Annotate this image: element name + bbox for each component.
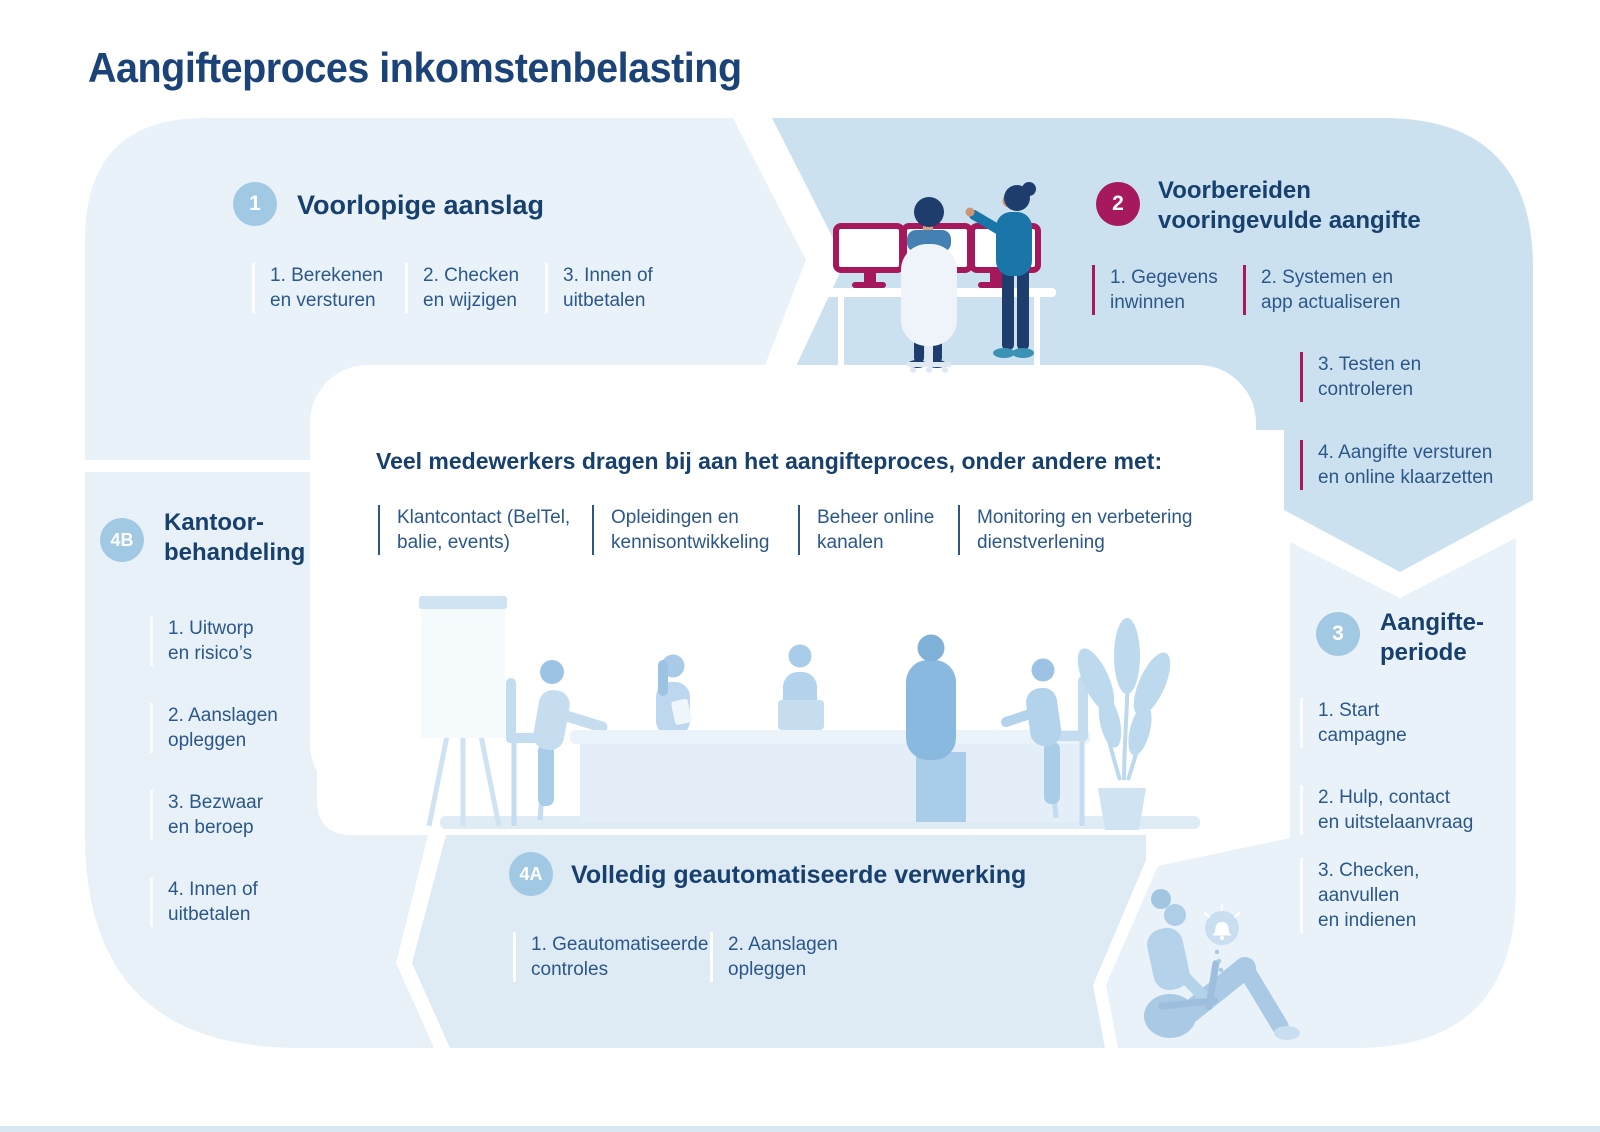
step4b-item-2: 2. Aanslagen opleggen <box>150 703 278 753</box>
step1-item-3: 3. Innen of uitbetalen <box>545 263 653 313</box>
step4a-badge: 4A <box>509 852 553 896</box>
step2-item-4: 4. Aangifte versturen en online klaarzet… <box>1300 440 1493 490</box>
center-item-4: Monitoring en verbetering dienstverlenin… <box>958 505 1192 555</box>
plant <box>1077 618 1171 830</box>
step4a-badge-number: 4A <box>519 863 543 884</box>
meeting-table <box>570 730 1090 744</box>
step4b-badge-number: 4B <box>110 529 134 550</box>
step4b-item-1: 1. Uitworp en risico’s <box>150 616 254 666</box>
page-title: Aangifteproces inkomstenbelasting <box>88 44 742 91</box>
band-step4a <box>412 835 1146 1048</box>
center-item-2: Opleidingen en kennisontwikkeling <box>592 505 769 555</box>
meeting-person-4 <box>906 634 966 822</box>
step4a-item-2: 2. Aanslagen opleggen <box>710 932 838 982</box>
step4a-item-1: 1. Geautomatiseerde controles <box>513 932 708 982</box>
step3-item-1: 1. Start campagne <box>1300 698 1407 748</box>
meeting-illustration <box>419 596 1171 830</box>
step4b-item-3: 3. Bezwaar en beroep <box>150 790 263 840</box>
step4b-item-4: 4. Innen of uitbetalen <box>150 877 258 927</box>
step3-title: Aangifte- periode <box>1380 609 1484 666</box>
step2-item-3: 3. Testen en controleren <box>1300 352 1421 402</box>
bottom-edge-strip <box>0 1126 1600 1132</box>
step4b-badge: 4B <box>100 518 144 562</box>
meeting-person-1 <box>506 660 608 826</box>
step2-badge: 2 <box>1096 182 1140 226</box>
standing-worker <box>965 182 1036 358</box>
step1-item-2: 2. Checken en wijzigen <box>405 263 519 313</box>
meeting-person-5 <box>1001 658 1088 826</box>
step1-badge-number: 1 <box>249 192 261 215</box>
step3-item-3: 3. Checken, aanvullen en indienen <box>1300 858 1419 933</box>
band-step4b <box>85 472 434 1048</box>
meeting-person-2 <box>656 654 692 736</box>
step2-title: Voorbereiden vooringevulde aangifte <box>1158 177 1421 234</box>
meeting-table-front <box>580 744 1080 822</box>
step1-title: Voorlopige aanslag <box>297 190 545 220</box>
step4a-title: Volledig geautomatiseerde verwerking <box>571 861 1027 889</box>
center-heading: Veel medewerkers dragen bij aan het aang… <box>376 448 1163 474</box>
step3-item-2: 2. Hulp, contact en uitstelaanvraag <box>1300 785 1473 835</box>
step2-item-1: 1. Gegevens inwinnen <box>1092 265 1218 315</box>
seated-worker <box>901 197 957 373</box>
step2-item-2: 2. Systemen en app actualiseren <box>1243 265 1400 315</box>
step3-badge: 3 <box>1316 612 1360 656</box>
step3-badge-number: 3 <box>1332 622 1344 645</box>
step4b-title: Kantoor- behandeling <box>164 509 306 566</box>
notification-bell-icon <box>1204 904 1240 945</box>
step2-badge-number: 2 <box>1112 192 1124 215</box>
center-item-3: Beheer online kanalen <box>798 505 934 555</box>
center-item-1: Klantcontact (BelTel, balie, events) <box>378 505 570 555</box>
laptop-woman-illustration <box>1144 889 1300 1040</box>
step1-badge: 1 <box>233 182 277 226</box>
flipchart <box>419 596 507 827</box>
step1-item-1: 1. Berekenen en versturen <box>252 263 383 313</box>
computer-workers-illustration <box>824 182 1056 373</box>
